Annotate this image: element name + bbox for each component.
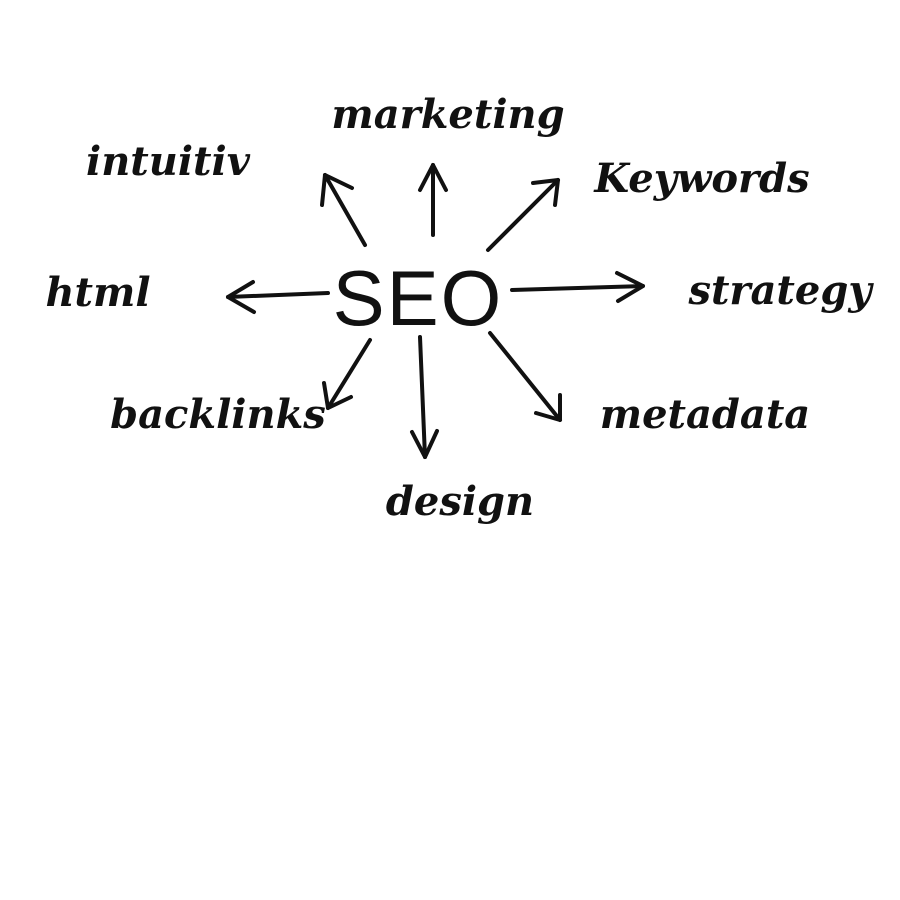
arrow-to-backlinks xyxy=(322,338,372,410)
arrow-to-metadata xyxy=(488,331,562,422)
arrow-to-intuitiv xyxy=(320,173,367,247)
term-intuitiv: intuitiv xyxy=(86,138,251,185)
term-marketing: marketing xyxy=(331,91,564,138)
arrows xyxy=(226,163,645,459)
term-design: design xyxy=(386,478,534,525)
term-metadata: metadata xyxy=(600,391,810,438)
term-backlinks: backlinks xyxy=(110,391,326,438)
term-strategy: strategy xyxy=(687,267,874,314)
arrow-to-keywords xyxy=(486,178,560,252)
hub-label: SEO xyxy=(333,254,504,342)
arrow-to-html xyxy=(226,280,330,314)
term-keywords: Keywords xyxy=(593,155,809,202)
arrow-to-strategy xyxy=(510,271,645,303)
term-html: html xyxy=(45,269,150,316)
arrow-to-marketing xyxy=(418,163,448,237)
arrow-to-design xyxy=(410,335,439,459)
